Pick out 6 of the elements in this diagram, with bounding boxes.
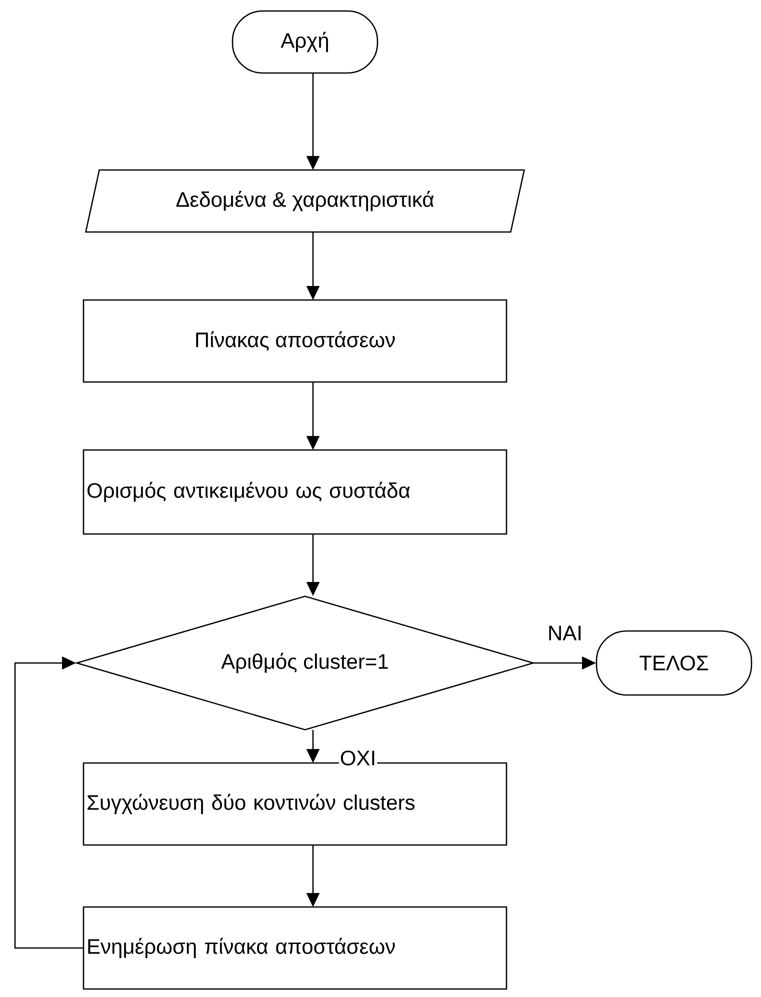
arrow — [14, 656, 83, 949]
process-box: Ορισμός αντικειμένου ως συστάδα — [82, 449, 508, 535]
process-box: Ενημέρωση πίνακα αποστάσεων — [82, 906, 508, 990]
process-box: Πίνακας αποστάσεων — [82, 299, 508, 383]
edge-label: ΝΑΙ — [546, 624, 584, 642]
edge-label: ΟΧΙ — [338, 750, 378, 766]
